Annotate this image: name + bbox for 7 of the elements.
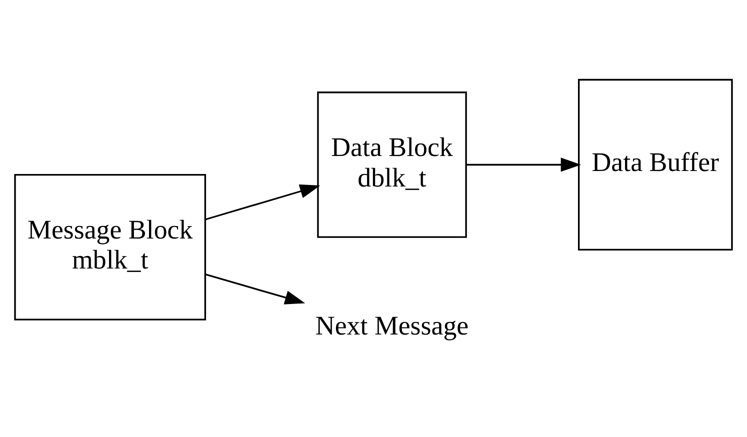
arrow — [205, 273, 306, 304]
node-box: Data Buffer — [578, 78, 733, 250]
arrow — [466, 157, 582, 172]
node-box: Data Block dblk_t — [317, 91, 467, 238]
node-text: Next Message — [315, 310, 469, 340]
arrow — [205, 184, 320, 220]
node-box: Message Block mblk_t — [14, 173, 206, 320]
